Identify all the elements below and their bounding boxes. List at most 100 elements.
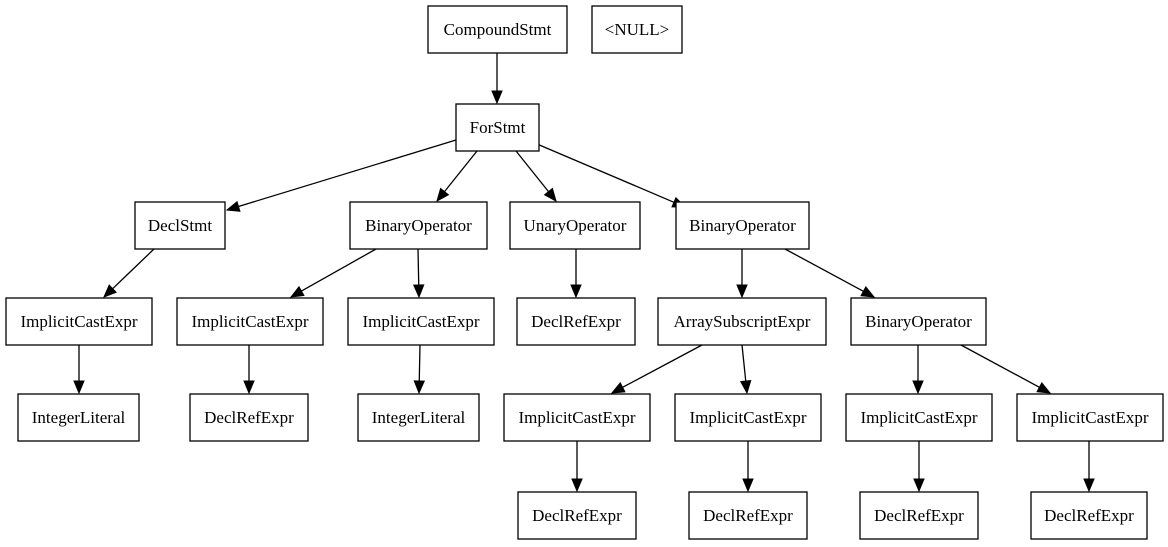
node-box (349, 201, 488, 250)
node-binary-operator-2: BinaryOperator (675, 201, 810, 250)
node-decl-ref-expr-1: DeclRefExpr (516, 297, 636, 346)
edge-line (112, 248, 155, 290)
node-integer-literal-2: IntegerLiteral (357, 393, 480, 442)
edge-implicit-cast-expr-1-to-integer-literal-1 (73, 345, 85, 395)
edge-for-stmt-to-unary-operator (515, 150, 557, 203)
node-label: ImplicitCastExpr (689, 408, 806, 427)
node-box (675, 201, 810, 250)
node-label: DeclRefExpr (204, 408, 294, 427)
node-box (189, 393, 309, 442)
node-box (516, 297, 636, 346)
arrowhead-icon (73, 380, 85, 395)
node-label: UnaryOperator (524, 216, 627, 235)
node-box (657, 297, 827, 346)
edge-line (622, 344, 703, 388)
node-box (455, 103, 540, 152)
arrowhead-icon (860, 286, 876, 298)
node-box (845, 393, 993, 442)
arrowhead-icon (570, 284, 582, 299)
node-box (134, 201, 226, 250)
arrowhead-icon (912, 380, 924, 395)
edge-array-subscript-expr-to-implicit-cast-expr-5 (739, 344, 752, 395)
node-label: ImplicitCastExpr (191, 312, 308, 331)
node-label: DeclRefExpr (703, 506, 793, 525)
edge-binary-operator-1-to-implicit-cast-expr-3 (412, 248, 425, 299)
arrowhead-icon (1083, 478, 1095, 493)
node-box (176, 297, 324, 346)
node-label: ImplicitCastExpr (20, 312, 137, 331)
edge-line (238, 139, 457, 208)
node-label: DeclRefExpr (532, 506, 622, 525)
node-label: ArraySubscriptExpr (674, 312, 811, 331)
node-decl-ref-expr-2: DeclRefExpr (189, 393, 309, 442)
node-label: DeclRefExpr (531, 312, 621, 331)
edge-implicit-cast-expr-2-to-decl-ref-expr-2 (243, 345, 255, 395)
edge-binary-operator-3-to-implicit-cast-expr-6 (912, 345, 924, 395)
node-box (1030, 491, 1148, 540)
node-decl-ref-expr-3: DeclRefExpr (517, 491, 637, 540)
arrowhead-icon (412, 284, 425, 299)
node-label: ImplicitCastExpr (860, 408, 977, 427)
node-box (591, 5, 683, 54)
arrowhead-icon (243, 380, 255, 395)
node-implicit-cast-expr-1: ImplicitCastExpr (5, 297, 153, 346)
edge-binary-operator-2-to-array-subscript-expr (736, 249, 748, 299)
arrowhead-icon (436, 187, 450, 203)
node-implicit-cast-expr-7: ImplicitCastExpr (1016, 393, 1164, 442)
node-implicit-cast-expr-4: ImplicitCastExpr (503, 393, 651, 442)
edge-for-stmt-to-decl-stmt (225, 139, 457, 212)
edge-line (784, 248, 864, 292)
node-label: DeclStmt (148, 216, 212, 235)
arrowhead-icon (289, 285, 305, 298)
edge-array-subscript-expr-to-implicit-cast-expr-4 (610, 344, 703, 394)
edge-line (443, 150, 478, 193)
node-box (509, 201, 641, 250)
node-box (347, 297, 495, 346)
node-box (517, 491, 637, 540)
arrowhead-icon (739, 379, 752, 395)
node-label: ImplicitCastExpr (518, 408, 635, 427)
node-decl-ref-expr-5: DeclRefExpr (859, 491, 979, 540)
node-label: IntegerLiteral (32, 408, 126, 427)
arrowhead-icon (742, 478, 754, 493)
node-box (5, 297, 153, 346)
node-label: DeclRefExpr (874, 506, 964, 525)
edge-line (301, 248, 377, 292)
node-implicit-cast-expr-2: ImplicitCastExpr (176, 297, 324, 346)
arrowhead-icon (491, 90, 503, 105)
node-for-stmt: ForStmt (455, 103, 540, 152)
edge-decl-stmt-to-implicit-cast-expr-1 (103, 248, 155, 298)
node-box (1016, 393, 1164, 442)
node-implicit-cast-expr-6: ImplicitCastExpr (845, 393, 993, 442)
arrowhead-icon (543, 187, 557, 203)
edges-layer (73, 53, 1095, 493)
edge-implicit-cast-expr-5-to-decl-ref-expr-4 (742, 441, 754, 493)
node-decl-ref-expr-6: DeclRefExpr (1030, 491, 1148, 540)
edge-implicit-cast-expr-7-to-decl-ref-expr-6 (1083, 441, 1095, 493)
edge-implicit-cast-expr-4-to-decl-ref-expr-3 (571, 441, 583, 493)
arrowhead-icon (913, 478, 925, 493)
node-unary-operator: UnaryOperator (509, 201, 641, 250)
arrowhead-icon (736, 284, 748, 299)
edge-binary-operator-2-to-binary-operator-3 (784, 248, 876, 298)
node-implicit-cast-expr-3: ImplicitCastExpr (347, 297, 495, 346)
edge-compound-stmt-to-for-stmt (491, 53, 503, 105)
node-decl-stmt: DeclStmt (134, 201, 226, 250)
node-decl-ref-expr-4: DeclRefExpr (688, 491, 808, 540)
node-label: BinaryOperator (365, 216, 472, 235)
node-label: ImplicitCastExpr (362, 312, 479, 331)
node-label: BinaryOperator (689, 216, 796, 235)
node-box (17, 393, 140, 442)
node-label: ForStmt (470, 118, 526, 137)
node-array-subscript-expr: ArraySubscriptExpr (657, 297, 827, 346)
edge-line (515, 150, 550, 193)
node-label: CompoundStmt (444, 20, 552, 39)
node-label: IntegerLiteral (372, 408, 466, 427)
node-box (688, 491, 808, 540)
arrowhead-icon (103, 284, 117, 298)
edge-line (960, 344, 1040, 388)
arrowhead-icon (571, 478, 583, 493)
node-box (427, 5, 568, 54)
edge-line (536, 143, 675, 203)
